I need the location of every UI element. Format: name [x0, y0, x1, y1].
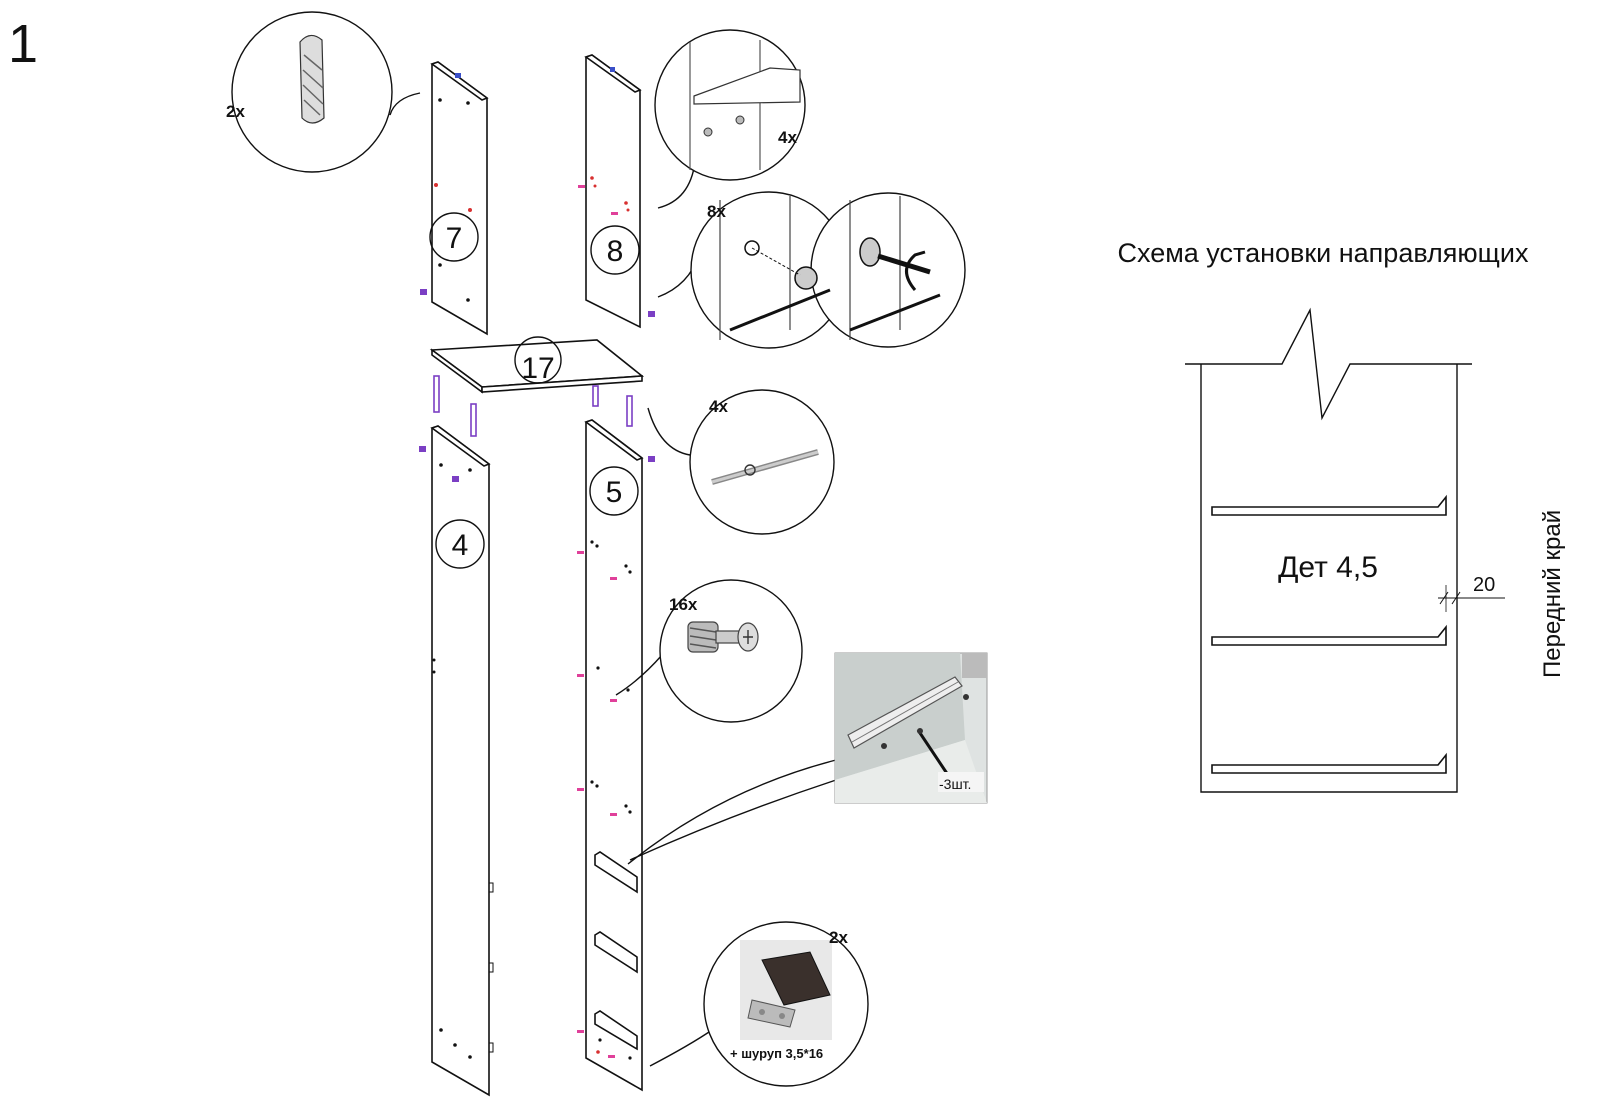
part-7-marker: [429, 212, 479, 262]
dowel-icon: [299, 34, 325, 124]
magnet-qty: 2x: [829, 928, 848, 947]
cam-pin-callout: 16x: [615, 579, 803, 723]
drawer-rail-screws: -3шт.: [939, 776, 971, 792]
dowel-qty: 2x: [226, 102, 245, 121]
bolt-callout: 4x: [647, 389, 835, 535]
part-17-label: 17: [521, 352, 554, 385]
cam-lock-callout: 8x: [657, 191, 966, 349]
rotate-arrow-icon: [905, 250, 926, 291]
cam-pin-icon: [687, 621, 759, 653]
part-7-label: 7: [446, 222, 463, 255]
part-8-marker: [590, 225, 640, 275]
rail-scheme-title: Схема установки направляющих: [1118, 238, 1529, 268]
cam-lock-icon: [794, 266, 818, 290]
part-5-marker: [589, 466, 639, 516]
rail-scheme-dimension: 20: [1473, 574, 1495, 596]
magnet-callout: 2x + шуруп 3,5*16: [649, 921, 869, 1087]
cam-pin-qty: 16x: [669, 595, 698, 614]
part-17-marker: [514, 336, 562, 384]
magnet-catch-icon: [747, 951, 831, 1028]
panel-8: 8: [578, 54, 655, 329]
cam-lock-qty: 8x: [707, 202, 726, 221]
rail-scheme: Схема установки направляющих Дет 4,5 20 …: [1118, 238, 1566, 793]
panel-5: 5: [577, 419, 655, 1092]
part-4-label: 4: [452, 529, 469, 562]
rail-guide-top: [1211, 494, 1447, 516]
shelf-17: 17: [429, 336, 645, 394]
connector-bolts: [433, 375, 633, 437]
shelf-support-qty: 4x: [778, 128, 797, 147]
panel-7: 7: [420, 61, 489, 336]
rail-scheme-part-label: Дет 4,5: [1278, 551, 1378, 584]
dowel-callout: 2x: [226, 11, 421, 173]
magnet-screw-note: + шуруп 3,5*16: [730, 1046, 823, 1061]
bolt-qty: 4x: [709, 397, 728, 416]
part-5-label: 5: [606, 476, 623, 509]
part-4-marker: [435, 519, 485, 569]
step-number: 1: [8, 14, 38, 74]
rail-guide-middle: [1211, 624, 1447, 646]
panel-4: 4: [419, 425, 494, 1097]
rail-guide-bottom: [1211, 752, 1447, 774]
shelf-support-callout: 4x: [654, 29, 806, 209]
drawer-rail-callout: -3шт.: [627, 652, 988, 865]
rail-scheme-edge-label: Передний край: [1539, 510, 1566, 678]
part-8-label: 8: [607, 235, 624, 268]
